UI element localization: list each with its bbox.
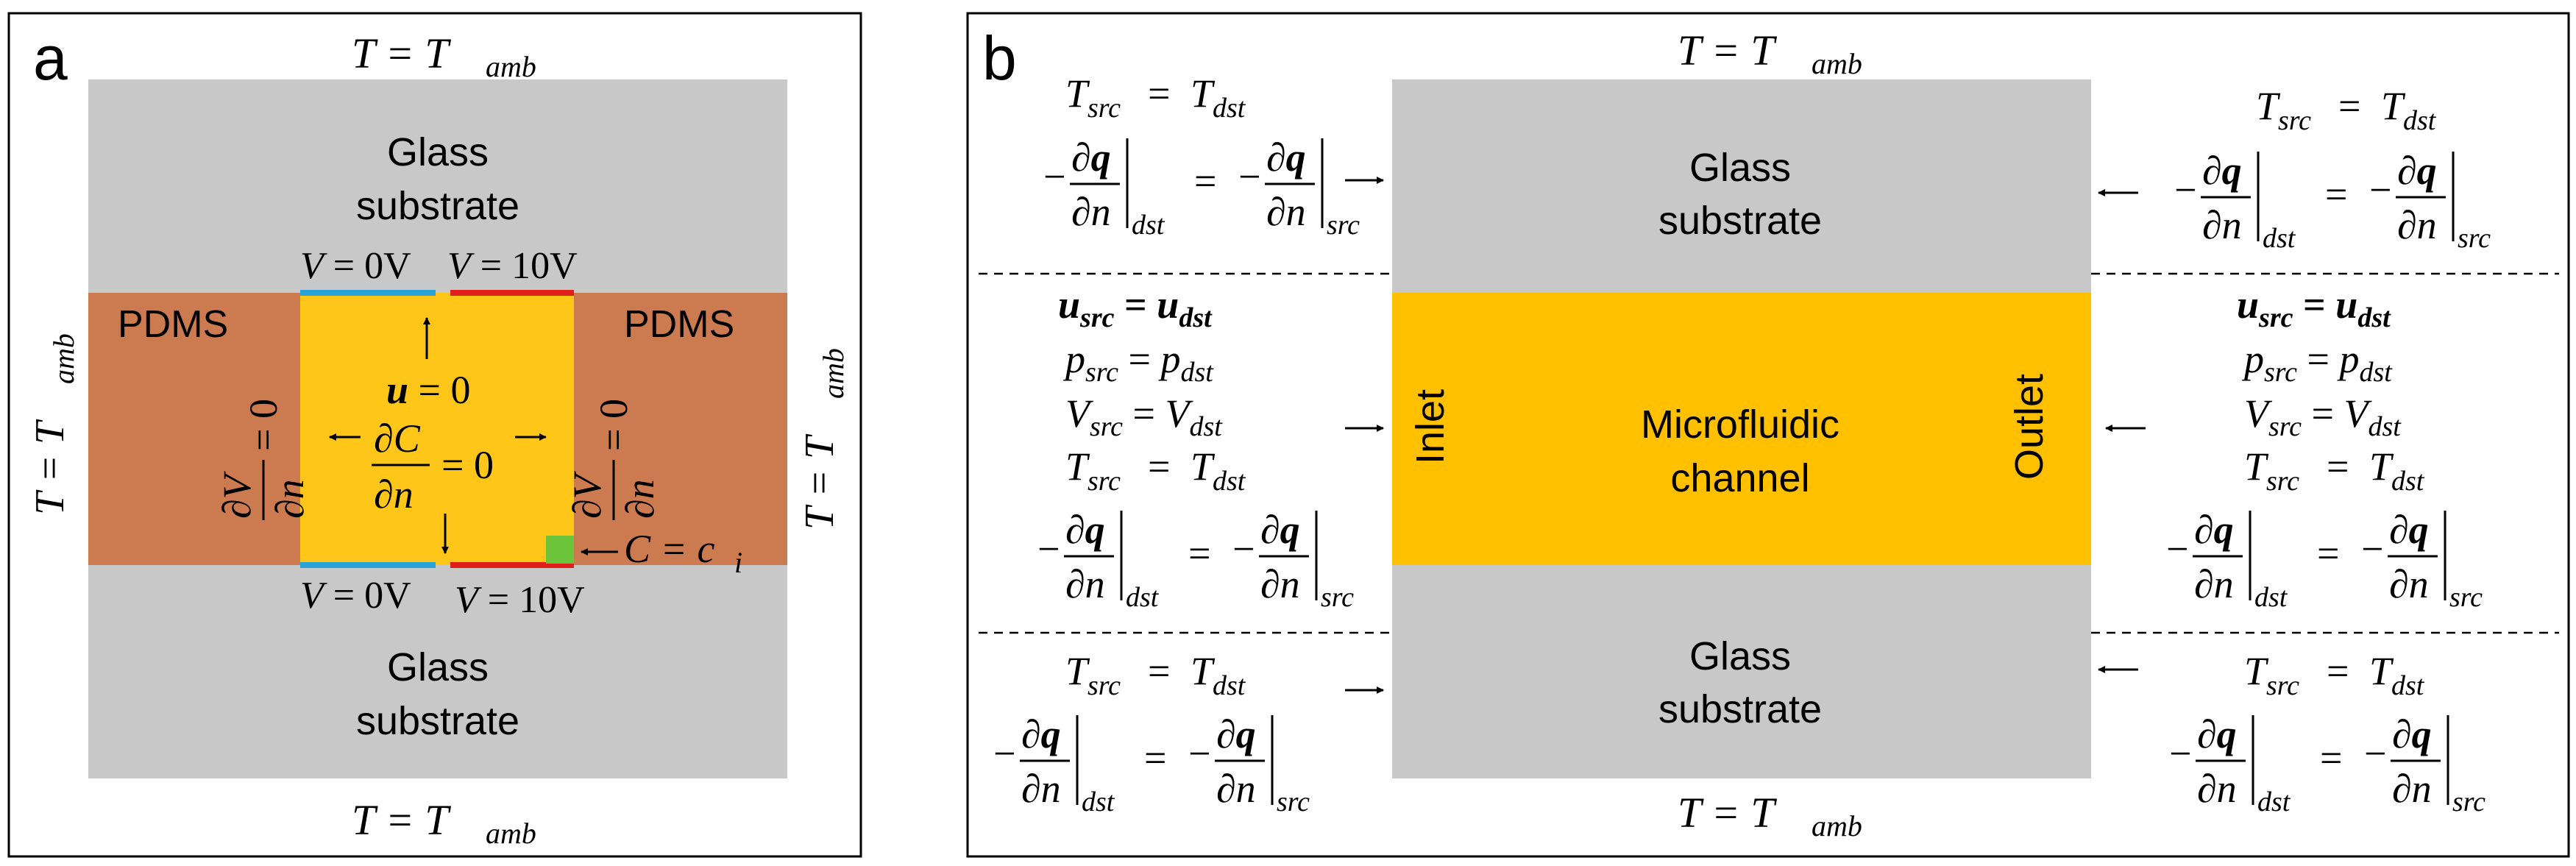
svg-text:usrc = udst: usrc = udst [1058,283,1213,333]
panel-a-label: a [33,24,68,93]
panel-a-left-temperature-bc: T = T amb [27,333,80,515]
svg-text:Vsrc = Vdst: Vsrc = Vdst [1065,391,1223,442]
svg-text:T = T: T = T [1678,26,1777,74]
svg-text:V = 10V: V = 10V [455,579,585,621]
no-slip-condition: u = 0 [386,368,471,412]
glass-top-label-2: substrate [356,184,519,228]
inlet-concentration-patch [546,536,574,564]
svg-text:amb: amb [47,333,80,384]
b-glass-top-label-2: substrate [1658,199,1822,243]
panel-b-bottom-temperature-bc: T = T amb [1678,789,1862,842]
v-top-left-label: V = 0V [300,245,411,287]
svg-text:T = T: T = T [352,796,451,844]
panel-a-right-temperature-bc: T = T amb [797,348,850,530]
panel-a-bottom-temperature-bc: T = T amb [352,796,536,850]
svg-text:∂V: ∂V [215,470,259,519]
channel-label-1: Microfluidic [1641,402,1839,447]
svg-text:V = 0V: V = 0V [300,575,411,617]
svg-text:V = 10V: V = 10V [447,245,578,287]
svg-text:amb: amb [817,348,850,399]
svg-text:T = T: T = T [27,419,73,515]
svg-text:amb: amb [486,817,536,850]
b-glass-top-label-1: Glass [1689,146,1791,190]
right-middle-bc-block: usrc = udst psrc = pdst Vsrc = Vdst [2165,283,2484,614]
panel-b-label: b [982,24,1017,93]
svg-text:= 0: = 0 [241,399,285,451]
svg-text:amb: amb [1812,809,1862,842]
svg-text:psrc = pdst: psrc = pdst [1062,337,1214,388]
channel-label-2: channel [1670,456,1809,500]
svg-text:T = T: T = T [1678,789,1777,837]
v-bottom-right-label: V = 10V [455,579,585,621]
zero-flux-concentration: ∂C ∂n = 0 [372,416,494,517]
svg-text:Vsrc = Vdst: Vsrc = Vdst [2244,391,2402,442]
svg-text:C = c: C = c [624,527,714,571]
svg-text:∂n: ∂n [268,479,312,519]
right-top-bc-block [2173,84,2492,255]
pdms-left-label: PDMS [118,303,228,346]
svg-text:∂V: ∂V [565,470,609,519]
zero-flux-voltage-left: ∂V ∂n = 0 [215,399,312,520]
b-glass-substrate-top [1392,79,2091,293]
svg-text:i: i [734,546,742,579]
glass-top-label-1: Glass [387,130,489,174]
svg-text:= 0: = 0 [592,399,636,451]
svg-text:∂n: ∂n [374,472,414,517]
svg-text:u = 0: u = 0 [386,368,471,412]
right-bottom-bc-block [2168,649,2487,819]
svg-text:T = T: T = T [797,433,842,530]
svg-text:psrc = pdst: psrc = pdst [2241,337,2393,388]
panel-b-frame [966,12,2570,858]
microchannel-region [300,293,574,565]
panel-b-top-temperature-bc: T = T amb [1678,26,1862,80]
svg-text:= 0: = 0 [441,443,494,487]
b-microfluidic-channel [1392,293,2091,565]
glass-bottom-label-1: Glass [387,645,489,689]
b-glass-substrate-bottom [1392,565,2091,778]
outlet-label: Outlet [2007,374,2051,480]
svg-text:amb: amb [486,50,536,83]
pdms-right-label: PDMS [624,303,734,346]
svg-text:usrc = udst: usrc = udst [2237,283,2391,333]
left-top-bc-block [1042,71,1361,242]
glass-bottom-label-2: substrate [356,699,519,743]
svg-text:amb: amb [1812,47,1862,80]
zero-flux-voltage-right: ∂V ∂n = 0 [565,399,662,520]
panel-a-frame [7,12,862,858]
left-bottom-bc-block [992,649,1311,819]
glass-substrate-top [88,79,787,293]
inlet-label: Inlet [1408,389,1452,464]
concentration-bc-label: C = c i [624,527,742,579]
v-bottom-left-label: V = 0V [300,575,411,617]
left-middle-bc-block: usrc = udst psrc = pdst Vsrc = Vdst [1036,283,1355,614]
svg-text:∂n: ∂n [618,479,662,519]
b-glass-bottom-label-1: Glass [1689,634,1791,678]
panel-a-top-temperature-bc: T = T amb [352,29,536,83]
svg-text:T = T: T = T [352,29,451,77]
svg-text:V = 0V: V = 0V [300,245,411,287]
v-top-right-label: V = 10V [447,245,578,287]
glass-substrate-bottom [88,565,787,778]
b-glass-bottom-label-2: substrate [1658,687,1822,731]
svg-text:∂C: ∂C [374,416,421,461]
